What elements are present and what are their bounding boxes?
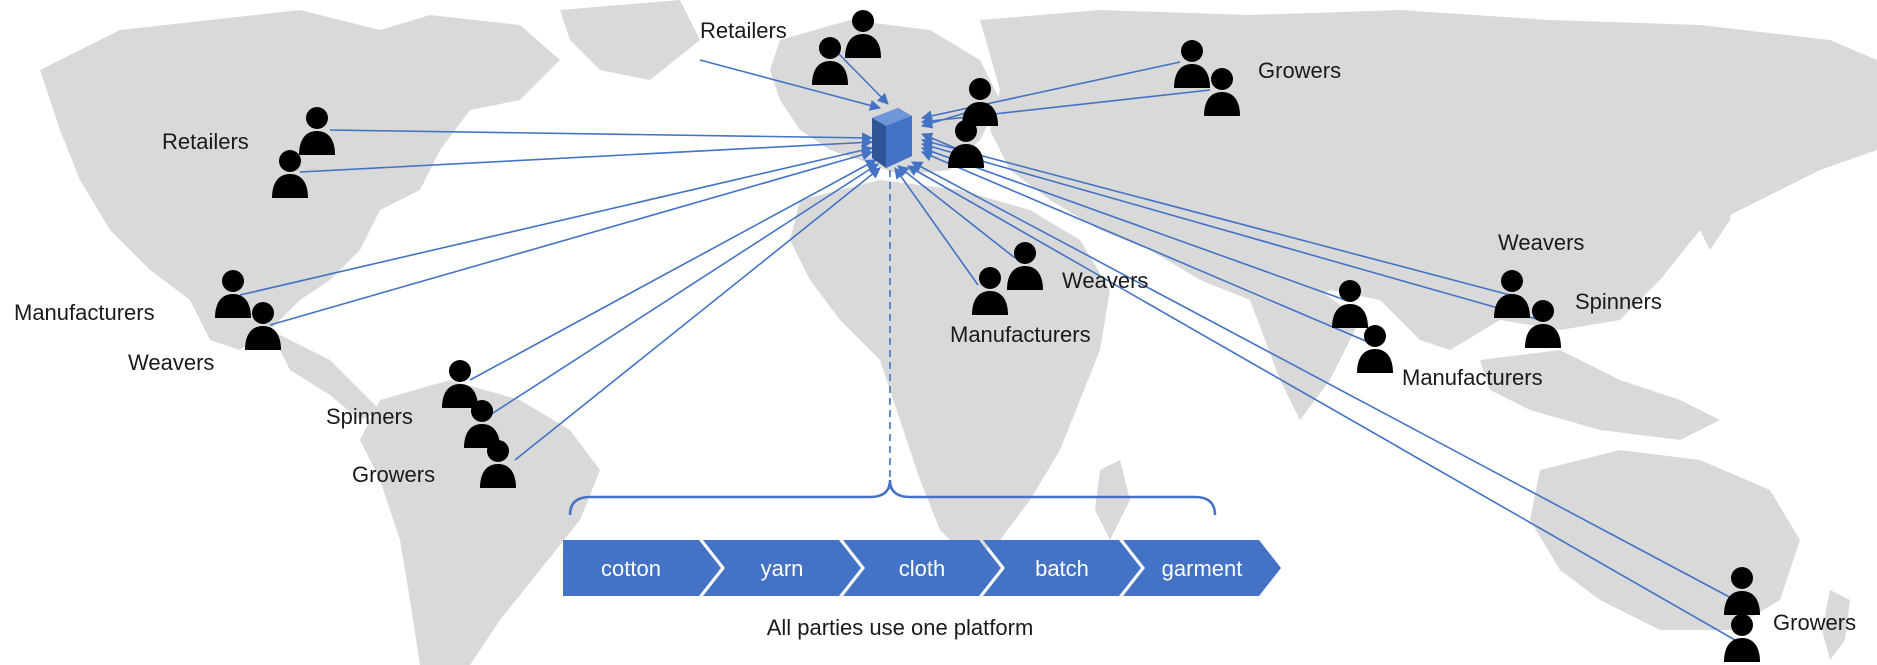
link-weavers-west — [269, 149, 874, 326]
connection-lines — [239, 49, 1736, 641]
link-weavers-africa — [897, 165, 1016, 259]
continent-asia — [980, 10, 1877, 350]
continent-greenland — [560, 0, 700, 80]
link-asia-1 — [920, 146, 1346, 301]
label-spinners-sa: Spinners — [326, 404, 413, 429]
island-new-zealand — [1822, 590, 1850, 660]
chevron-label-cotton: cotton — [601, 556, 661, 581]
label-growers-sa: Growers — [352, 462, 436, 487]
world-map — [40, 0, 1877, 665]
chevron-batch — [983, 540, 1141, 596]
link-retailers-west-1 — [329, 129, 874, 144]
islands-southeast-asia — [1480, 350, 1720, 440]
chevron-yarn — [703, 540, 861, 596]
person-icon — [1357, 325, 1393, 373]
link-aus-2 — [907, 165, 1736, 641]
label-retailers-europe: Retailers — [700, 18, 787, 43]
chevron-label-yarn: yarn — [761, 556, 804, 581]
link-spinners-sa — [469, 159, 877, 381]
continent-africa — [790, 180, 1110, 560]
chevron-label-batch: batch — [1035, 556, 1089, 581]
label-spinners-asia: Spinners — [1575, 289, 1662, 314]
label-manufacturers-west: Manufacturers — [14, 300, 155, 325]
link-mfr-africa — [894, 167, 979, 286]
link-manufacturers-west — [239, 144, 874, 296]
link-retailers-top-2 — [834, 49, 889, 105]
process-chevrons: cotton yarn cloth batch garment — [563, 540, 1281, 596]
blockchain-cube-icon — [872, 108, 912, 168]
continent-south-america — [360, 380, 600, 665]
link-aus-1 — [911, 161, 1736, 601]
link-retailers-west-2 — [299, 136, 874, 173]
island-japan — [1700, 140, 1740, 250]
label-growers-east: Growers — [1258, 58, 1342, 83]
chevron-label-garment: garment — [1162, 556, 1243, 581]
label-weavers-west: Weavers — [128, 350, 215, 375]
link-asia-3 — [920, 137, 1511, 296]
island-madagascar — [1095, 460, 1130, 540]
chevron-cotton — [563, 540, 721, 596]
continent-australia — [1530, 450, 1800, 630]
link-growers-east-1 — [920, 61, 1181, 122]
label-retailers-west: Retailers — [162, 129, 249, 154]
link-europe-2 — [920, 132, 961, 151]
continent-central-america — [270, 330, 380, 420]
chevron-garment — [1123, 540, 1281, 596]
link-asia-4 — [920, 141, 1541, 321]
label-manufacturers-africa: Manufacturers — [950, 322, 1091, 347]
label-weavers-asia: Weavers — [1498, 230, 1585, 255]
label-weavers-africa: Weavers — [1062, 268, 1149, 293]
link-retailers-top — [699, 59, 882, 111]
platform-caption: All parties use one platform — [766, 615, 1034, 640]
label-manufacturers-asia: Manufacturers — [1402, 365, 1543, 390]
link-asia-2 — [920, 150, 1376, 346]
chevron-label-cloth: cloth — [899, 556, 945, 581]
link-spinners-sa-2 — [489, 163, 879, 416]
link-growers-sa — [514, 167, 881, 461]
label-growers-australia: Growers — [1773, 610, 1857, 635]
chevron-cloth — [843, 540, 1001, 596]
platform-bracket — [568, 479, 1217, 516]
